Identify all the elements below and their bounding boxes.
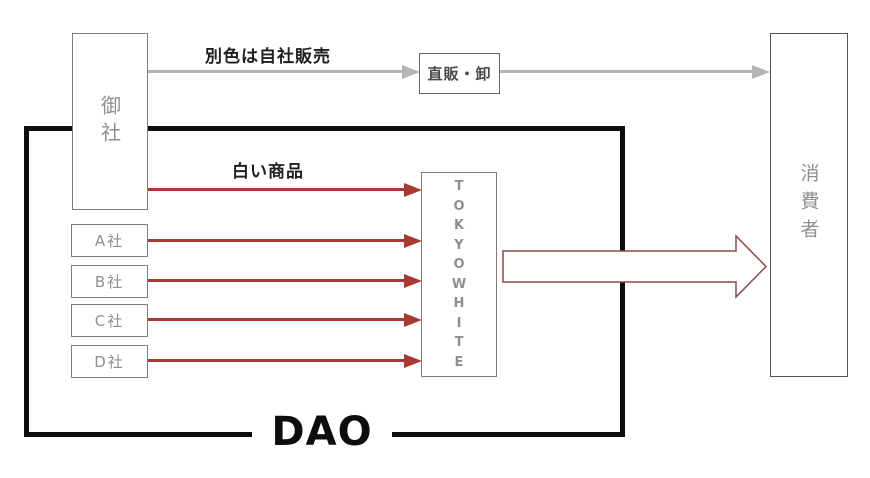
red-arrow-company-d — [148, 353, 422, 368]
node-consumer: 消費者 — [770, 33, 848, 377]
consumer-label: 消費者 — [797, 163, 820, 247]
dao-frame-label: DAO — [252, 407, 392, 457]
company-a-label: A社 — [94, 232, 125, 250]
direct-sales-label: 直販・卸 — [427, 65, 492, 83]
tokyo-white-letter: T — [454, 335, 464, 350]
tokyo-white-letter: K — [453, 218, 465, 233]
tokyo-white-letter: Y — [454, 237, 464, 253]
tokyo-white-letter: E — [454, 354, 464, 370]
node-company-d: D社 — [71, 345, 148, 378]
node-direct-sales: 直販・卸 — [419, 53, 500, 94]
red-route-annotation: 白い商品 — [232, 162, 304, 182]
your-company-label: 御社 — [97, 94, 122, 149]
red-arrow-company-a — [148, 233, 422, 248]
node-company-a: A社 — [71, 224, 148, 257]
company-b-label: B社 — [94, 273, 125, 291]
tokyo-white-letter: I — [456, 315, 462, 331]
gray-route-annotation: 別色は自社販売 — [205, 47, 331, 67]
gray-arrow-direct-sales-to-consumer — [500, 64, 770, 79]
tokyo-white-letter: O — [453, 257, 465, 272]
big-outline-arrow — [502, 234, 768, 299]
tokyo-white-letter: W — [451, 276, 467, 292]
red-arrow-company-c — [148, 312, 422, 327]
red-arrow-your-company — [148, 182, 422, 197]
tokyo-white-letter: O — [453, 198, 465, 214]
gray-arrow-company-to-direct-sales — [148, 64, 420, 79]
node-tokyo-white: T O K Y O W H I T E — [421, 172, 497, 377]
tokyo-white-letter: T — [454, 179, 464, 194]
node-company-c: C社 — [71, 304, 148, 337]
company-c-label: C社 — [94, 312, 125, 330]
tokyo-white-letter: H — [453, 296, 465, 311]
red-arrow-company-b — [148, 273, 422, 288]
company-d-label: D社 — [94, 353, 125, 371]
node-company-b: B社 — [71, 265, 148, 298]
node-your-company: 御社 — [72, 33, 148, 210]
